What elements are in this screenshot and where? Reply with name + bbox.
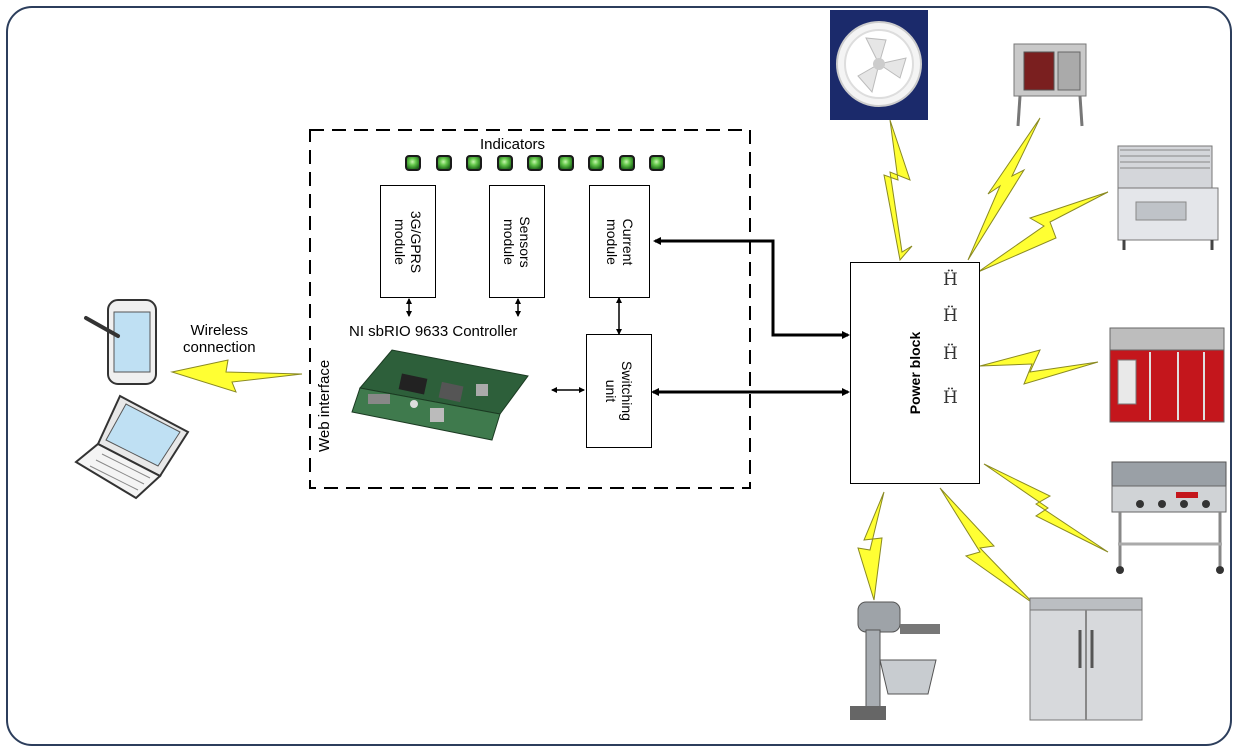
current-module-label: Current module [604, 218, 636, 265]
indicator-led-icon [496, 155, 513, 171]
gprs-module-box: 3G/GPRS module [380, 185, 436, 298]
sensors-module-box: Sensors module [489, 185, 545, 298]
wireless-label-line1: Wireless [190, 322, 249, 339]
bolt-fryer [979, 349, 1099, 385]
sbrio-board-image [351, 349, 529, 441]
diagram-canvas [74, 10, 1227, 721]
power-block-label: Power block [907, 331, 923, 415]
gprs-module-line1: 3G/GPRS [408, 210, 424, 273]
current-module-line1: Current [619, 218, 636, 265]
indicator-led-icon [588, 155, 604, 171]
bolt-oven [967, 117, 1041, 261]
wireless-connection-label: Wireless connection [183, 322, 256, 356]
gprs-module-line2: module [392, 218, 408, 265]
power-block-box: Power block Ḧ Ḧ Ḧ Ḧ [850, 262, 980, 484]
switching-unit-label: Switching unit [603, 361, 635, 421]
power-socket-icon: Ḧ [943, 270, 958, 290]
current-module-line [653, 237, 850, 339]
sensors-module-line2: module [501, 218, 517, 265]
ice-machine-icon [1117, 145, 1219, 250]
switching-unit-line1: Switching [619, 361, 635, 421]
sensors-module-line1: Sensors [517, 215, 533, 268]
power-socket-icon: Ḧ [943, 388, 958, 408]
griddle-icon [1111, 461, 1227, 574]
wireless-label-line2: connection [183, 339, 256, 356]
indicator-led-icon [405, 155, 421, 171]
bolt-fan [883, 119, 913, 262]
indicators-label: Indicators [480, 136, 546, 153]
power-socket-icon: Ḧ [943, 306, 958, 326]
web-interface-label: Web interface [316, 359, 333, 452]
bolt-mixer [857, 491, 885, 601]
current-module-line2: module [603, 218, 620, 265]
sensors-module-label: Sensors module [501, 216, 533, 267]
tablet-icon [84, 299, 157, 385]
indicator-led-icon [618, 155, 635, 171]
wireless-bolt [170, 359, 303, 393]
laptop-icon [74, 394, 190, 500]
bolt-fridge [939, 487, 1035, 605]
controller-label: NI sbRIO 9633 Controller [349, 323, 518, 340]
bolt-griddle [983, 463, 1109, 553]
indicator-led-icon [466, 155, 482, 171]
gprs-module-label: 3G/GPRS module [392, 210, 424, 272]
indicator-led-icon [649, 155, 665, 171]
convection-oven-icon [1013, 43, 1087, 127]
indicator-led-icon [527, 155, 543, 171]
switching-unit-line2: unit [603, 379, 619, 403]
indicator-led-icon [557, 155, 574, 171]
switching-unit-box: Switching unit [586, 334, 652, 448]
refrigerator-icon [1029, 597, 1143, 721]
indicator-led-icon [435, 155, 452, 171]
fryer-icon [1109, 327, 1225, 423]
stand-mixer-icon [850, 601, 940, 720]
power-socket-icon: Ḧ [943, 344, 958, 364]
current-module-box: Current module [589, 185, 650, 298]
exhaust-fan-icon [830, 10, 928, 120]
controller-enclosure [309, 129, 751, 489]
